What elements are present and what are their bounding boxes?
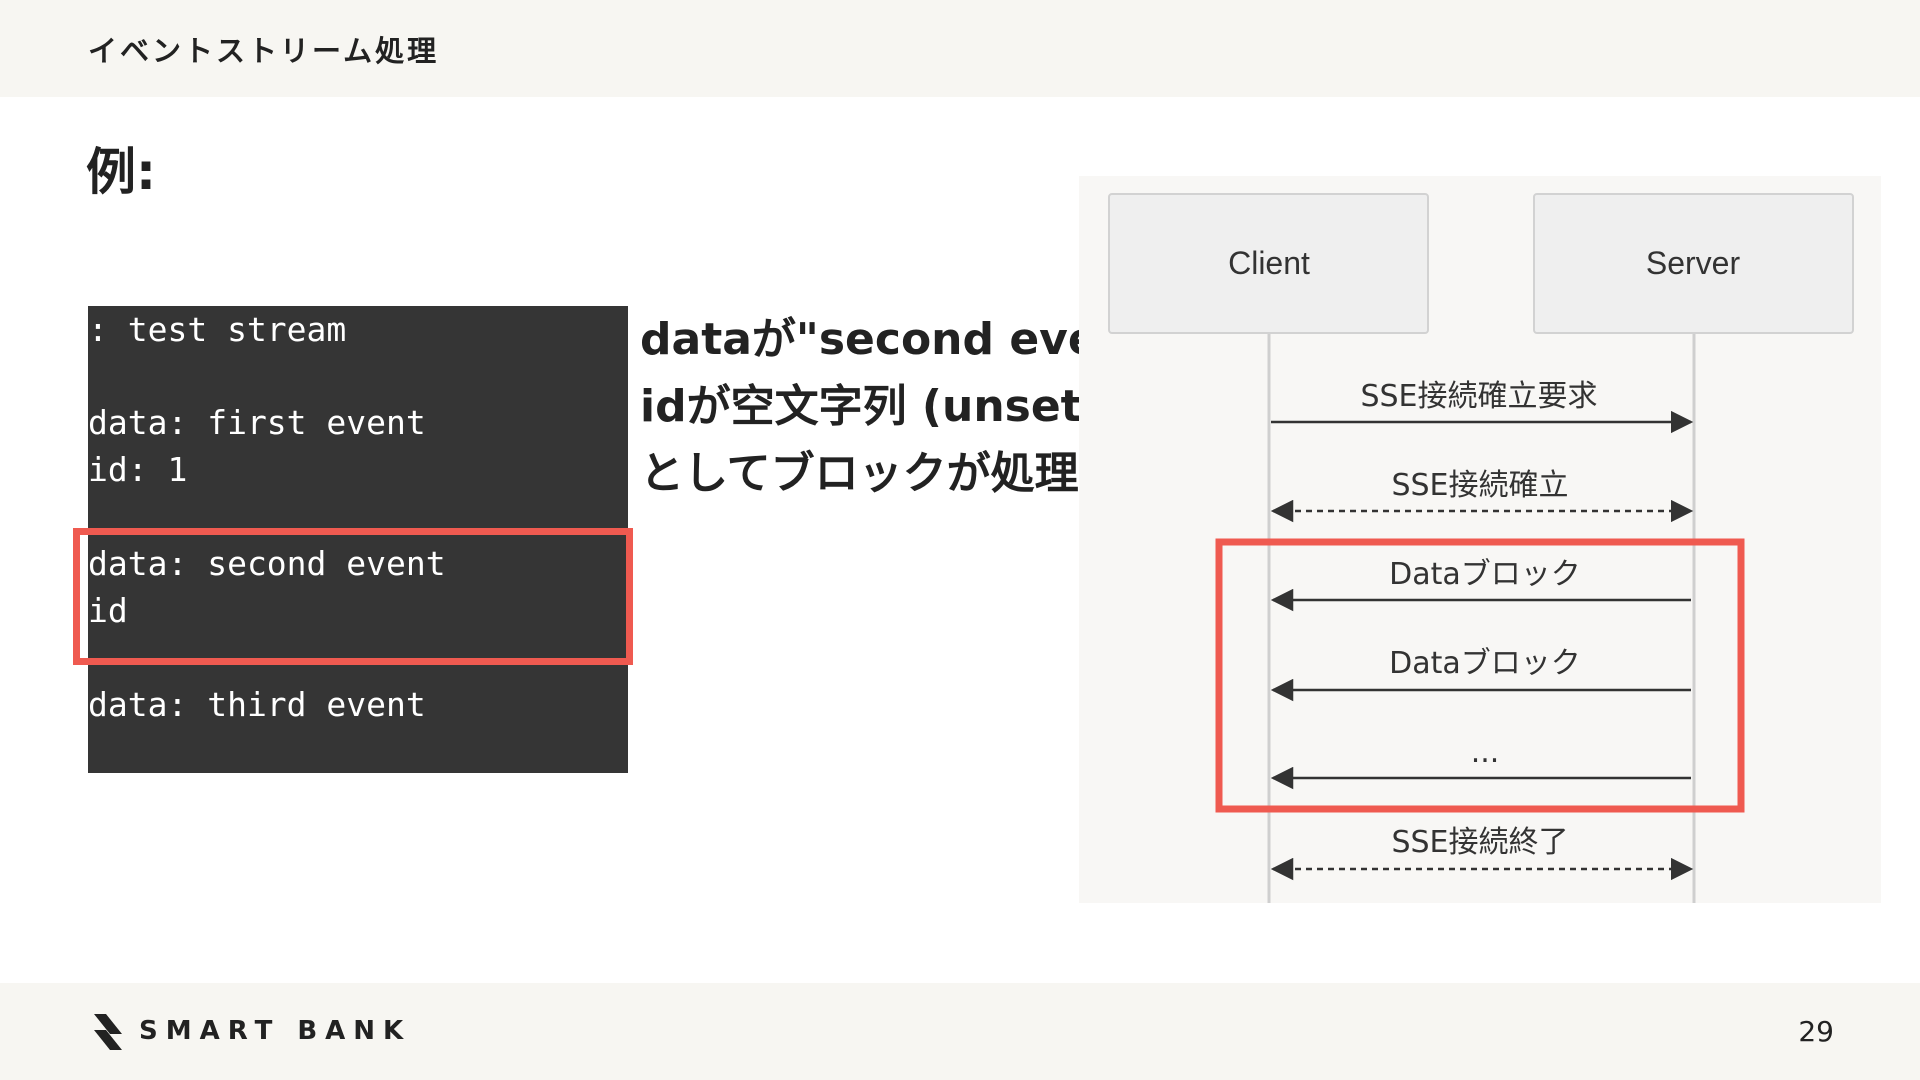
message-label-connect-request: SSE接続確立要求 [1360, 379, 1597, 414]
message-label-data-block-2: Dataブロック [1389, 646, 1581, 681]
client-participant-box [1108, 193, 1429, 334]
code-block: : test stream data: first event id: 1 da… [88, 306, 628, 773]
section-title: イベントストリーム処理 [88, 34, 440, 68]
header-band [0, 0, 1920, 97]
code-line-data-third: data: third event [88, 685, 426, 724]
server-participant-box [1533, 193, 1854, 334]
server-participant-label: Server [1646, 245, 1741, 281]
code-highlight-box [73, 528, 633, 665]
code-line-id-first: id: 1 [88, 450, 188, 489]
code-line-comment: : test stream [88, 310, 347, 349]
message-label-ellipsis: ... [1471, 735, 1500, 770]
sequence-diagram: Client Server SSE接続確立要求 SSE接続確立 Dataブロック… [1108, 193, 1854, 903]
footer-band [0, 983, 1920, 1080]
footer-logo-text: SMART BANK [139, 1016, 412, 1046]
diagram-highlight-box [1215, 538, 1745, 813]
code-line-data-second: data: second event [88, 544, 446, 583]
explanation-line-2: idが空文字列 (unset) [640, 381, 1102, 432]
smartbank-logo-icon [94, 1014, 122, 1050]
message-label-data-block-1: Dataブロック [1389, 557, 1581, 592]
message-label-connection-closed: SSE接続終了 [1391, 825, 1568, 860]
page-heading: 例: [86, 143, 156, 201]
code-line-data-first: data: first event [88, 403, 426, 442]
page-number: 29 [1798, 1015, 1834, 1048]
client-participant-label: Client [1228, 245, 1310, 281]
code-line-id-second: id [88, 591, 128, 630]
message-label-connected: SSE接続確立 [1391, 468, 1568, 503]
